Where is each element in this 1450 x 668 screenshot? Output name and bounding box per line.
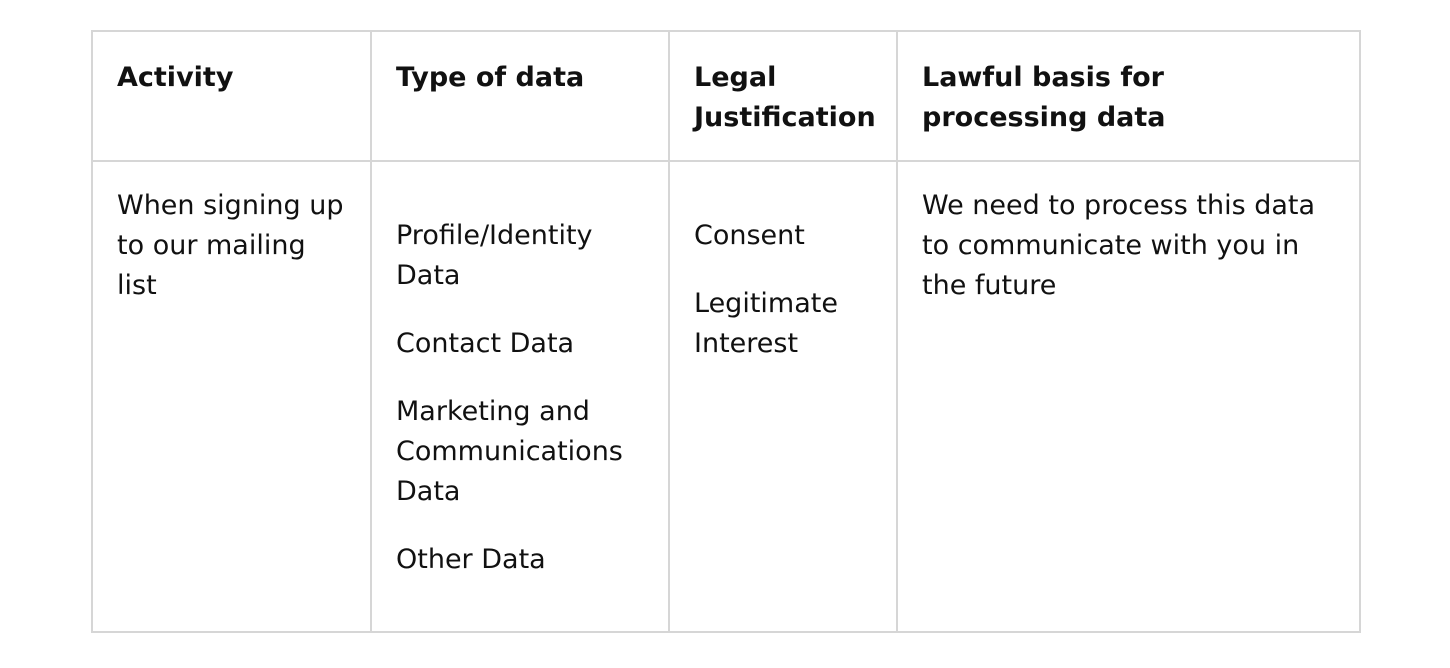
header-legal-justification: Legal Justification: [668, 30, 898, 162]
header-lawful-basis: Lawful basis for processing data: [896, 30, 1361, 162]
header-type-of-data: Type of data: [370, 30, 670, 162]
cell-lawful-basis: We need to process this data to communic…: [896, 160, 1361, 633]
list-item: Marketing and Communications Data: [396, 396, 623, 507]
list-item: Consent: [694, 220, 805, 251]
cell-legal-justification: Consent Legitimate Interest: [668, 160, 898, 633]
table-header-row: Activity Type of data Legal Justificatio…: [91, 30, 1361, 162]
justification-list: Consent Legitimate Interest: [694, 216, 874, 364]
data-type-list: Profile/Identity Data Contact Data Marke…: [396, 216, 646, 580]
list-item: Profile/Identity Data: [396, 220, 593, 291]
cell-activity: When signing up to our mailing list: [91, 160, 372, 633]
list-item: Contact Data: [396, 328, 575, 359]
data-processing-table-container: Activity Type of data Legal Justificatio…: [91, 30, 1361, 633]
data-processing-table: Activity Type of data Legal Justificatio…: [91, 30, 1361, 633]
list-item: Legitimate Interest: [694, 288, 838, 359]
cell-type-of-data: Profile/Identity Data Contact Data Marke…: [370, 160, 670, 633]
header-activity: Activity: [91, 30, 372, 162]
list-item: Other Data: [396, 544, 546, 575]
table-row: When signing up to our mailing list Prof…: [91, 160, 1361, 633]
